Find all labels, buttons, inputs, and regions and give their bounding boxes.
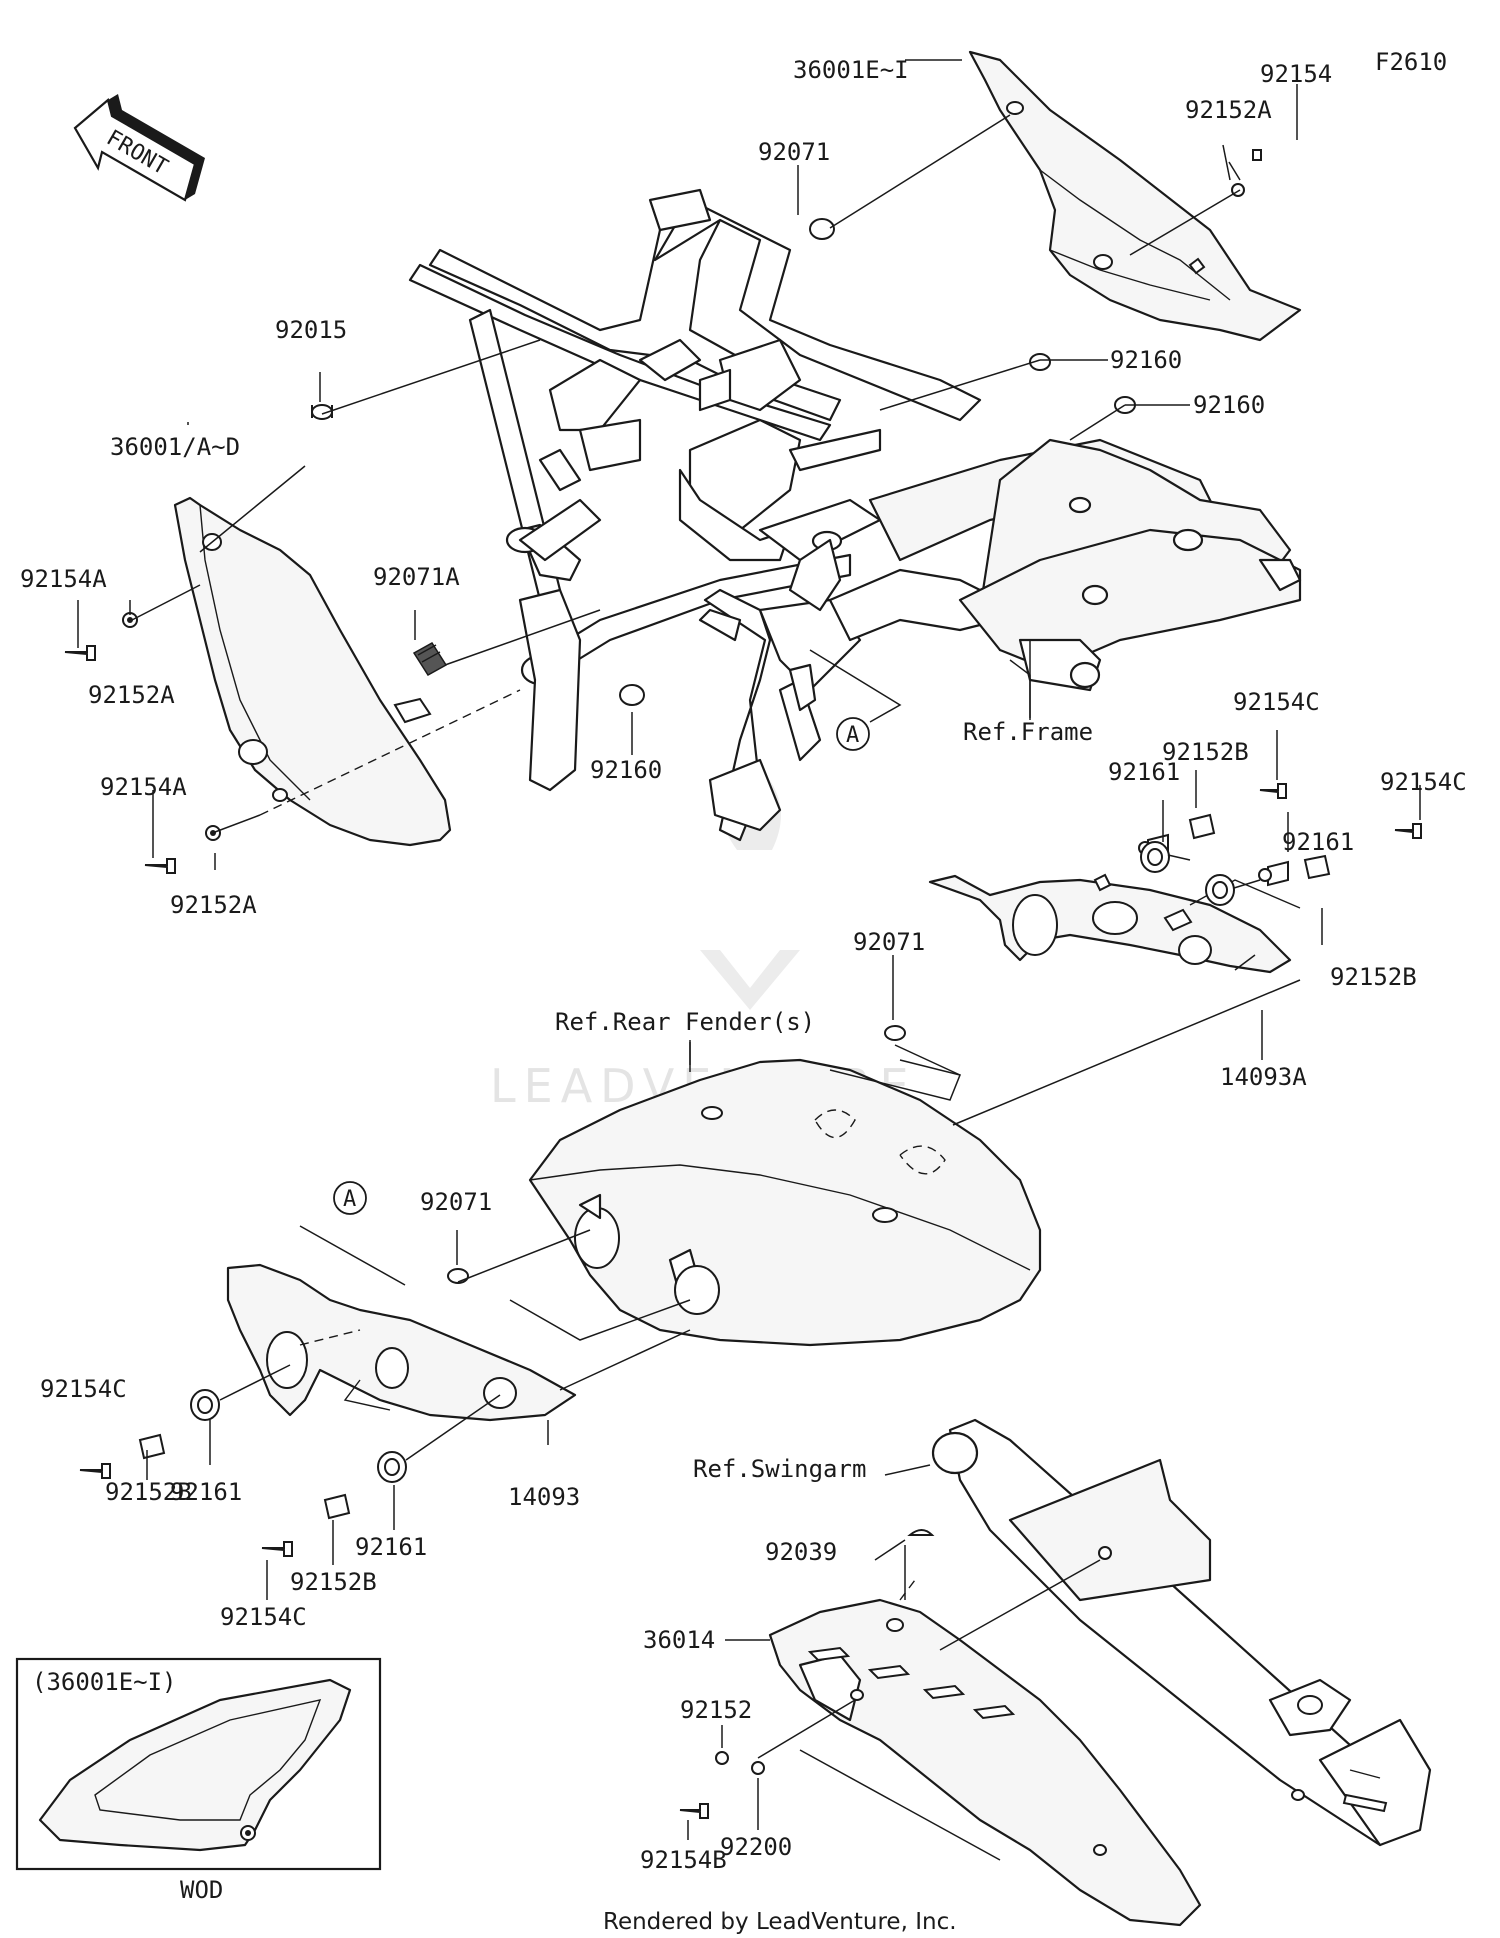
part-label: 36014 xyxy=(643,1626,715,1654)
chain-guard-upper xyxy=(928,873,1301,974)
footer-credit: Rendered by LeadVenture, Inc. xyxy=(603,1909,957,1935)
part-label: 92152A xyxy=(88,681,175,709)
part-label: 92071 xyxy=(853,928,925,956)
part-label: 92152 xyxy=(680,1696,752,1724)
part-label: 92154C xyxy=(1233,688,1320,716)
part-label: 92154 xyxy=(1260,60,1332,88)
ref-swingarm-label: Ref.Swingarm xyxy=(693,1455,866,1483)
chain-cover xyxy=(679,1529,1202,1927)
part-label: 92160 xyxy=(1193,391,1265,419)
part-label: 92161 xyxy=(1282,828,1354,856)
part-label: 92161 xyxy=(355,1533,427,1561)
callout-a-letter: A xyxy=(343,1187,356,1212)
swingarm xyxy=(931,1418,1432,1847)
part-label: 92071 xyxy=(758,138,830,166)
part-label: 92154C xyxy=(1380,768,1467,796)
connector-lines-mid xyxy=(146,730,1421,1600)
part-label: 92071A xyxy=(373,563,460,591)
callout-a-top: A xyxy=(809,649,902,751)
part-label: 92039 xyxy=(765,1538,837,1566)
part-label: 36001/A~D xyxy=(110,433,240,461)
part-label: 92160 xyxy=(1110,346,1182,374)
part-label: 14093 xyxy=(508,1483,580,1511)
chain-guard-lower xyxy=(226,1263,577,1422)
part-label: 14093A xyxy=(1220,1063,1307,1091)
part-label: 92154C xyxy=(40,1375,127,1403)
inset-caption: WOD xyxy=(180,1876,223,1904)
callout-a-bottom: A xyxy=(299,1181,406,1286)
part-label: 92152B xyxy=(1330,963,1417,991)
side-cover-left xyxy=(173,496,452,847)
connector-lines-top xyxy=(77,59,1298,870)
part-labels: 36001E~I 92154 92152A 92071 92160 92160 … xyxy=(20,56,1467,1874)
part-label: 92152A xyxy=(170,891,257,919)
part-label: 36001E~I xyxy=(793,56,909,84)
part-label: 92161 xyxy=(1108,758,1180,786)
inset-box: (36001E~I) WOD xyxy=(15,1657,382,1904)
part-label: 92152B xyxy=(290,1568,377,1596)
hardware-left xyxy=(64,149,1262,874)
front-arrow-icon: FRONT xyxy=(73,94,205,202)
part-label: 92154A xyxy=(100,773,187,801)
frame xyxy=(408,188,1302,842)
figure-code: F2610 xyxy=(1375,48,1447,76)
side-cover-right xyxy=(968,50,1302,342)
rear-fender xyxy=(528,1058,1042,1347)
part-label: 92154C xyxy=(220,1603,307,1631)
part-label: 92160 xyxy=(590,756,662,784)
hardware-mid xyxy=(79,783,1422,1557)
part-label: 92152B xyxy=(1162,738,1249,766)
part-label: 92071 xyxy=(420,1188,492,1216)
part-label: 92152A xyxy=(1185,96,1272,124)
ref-rear-fender-label: Ref.Rear Fender(s) xyxy=(555,1008,815,1036)
callout-a-letter: A xyxy=(846,723,859,748)
connector-lines-bottom xyxy=(687,1464,1101,1861)
ref-frame-label: Ref.Frame xyxy=(963,718,1093,746)
part-label: 92161 xyxy=(170,1478,242,1506)
part-label: 92154B xyxy=(640,1846,727,1874)
part-label: 92015 xyxy=(275,316,347,344)
part-label: 92154A xyxy=(20,565,107,593)
part-label: 92152B xyxy=(105,1478,192,1506)
part-label: 92200 xyxy=(720,1833,792,1861)
inset-title: (36001E~I) xyxy=(32,1668,177,1696)
